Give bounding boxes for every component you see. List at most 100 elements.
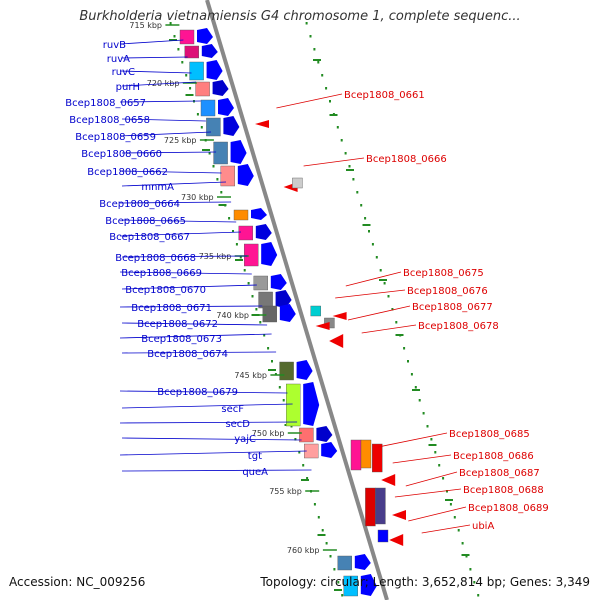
outer-dot-track-mark	[407, 360, 409, 363]
reverse-gene-label: Bcep1808_0689	[468, 503, 549, 514]
reverse-gene-block	[292, 177, 303, 189]
inner-dot-track-mark	[282, 399, 285, 402]
reverse-gene-label: Bcep1808_0688	[463, 485, 544, 496]
forward-gene-label: Bcep1808_0657	[65, 98, 146, 109]
inner-dot-track-mark	[181, 61, 184, 64]
inner-dot-track-mark	[333, 568, 336, 571]
outer-dot-track-mark	[313, 48, 316, 51]
reverse-gene-arrow	[329, 334, 344, 348]
forward-gene-label: Bcep1808_0679	[157, 387, 238, 398]
forward-gene-leader-line	[119, 421, 298, 424]
reverse-gene-label: Bcep1808_0676	[407, 286, 488, 297]
forward-gene-leader-line	[121, 322, 268, 326]
forward-gene-leader-line	[121, 151, 217, 154]
forward-gene-block	[258, 291, 273, 309]
outer-dot-track-mark	[375, 256, 378, 259]
outer-dot-track-mark	[473, 581, 476, 584]
inner-dot-track-mark	[232, 230, 234, 233]
forward-gene-arrow	[321, 442, 338, 458]
outer-dot-track-mark	[317, 61, 320, 64]
forward-gene-leader-line	[121, 437, 302, 441]
kbp-tick-label: 750 kbp	[252, 429, 285, 438]
forward-gene-label: Bcep1808_0664	[99, 199, 180, 210]
forward-gene-leader-line	[121, 403, 293, 409]
forward-gene-label: mnmA	[141, 182, 174, 193]
reverse-gene-block	[310, 305, 321, 317]
outer-dot-track-mark	[403, 347, 406, 350]
outer-dot-track-mark	[325, 87, 328, 90]
forward-gene-arrow	[223, 116, 240, 136]
forward-gene-leader-line	[121, 118, 206, 122]
forward-gene-block	[220, 165, 236, 187]
forward-gene-arrow	[270, 274, 287, 290]
forward-gene-leader-line	[119, 201, 232, 204]
forward-gene-label: secF	[221, 404, 244, 415]
outer-dot-track-mark	[449, 503, 452, 506]
forward-gene-block	[262, 305, 277, 323]
outer-dot-track-mark	[360, 204, 363, 207]
forward-gene-label: Bcep1808_0669	[121, 268, 202, 279]
outer-dot-track-mark	[368, 230, 370, 233]
sequence-backbone	[205, 0, 389, 600]
forward-gene-label: Bcep1808_0672	[137, 319, 218, 330]
reverse-gene-block	[350, 439, 362, 471]
forward-gene-leader-line	[119, 390, 288, 394]
forward-gene-arrow	[316, 426, 333, 442]
forward-gene-block	[279, 361, 294, 381]
forward-gene-arrow	[296, 360, 313, 380]
forward-gene-label: queA	[242, 467, 268, 478]
reverse-gene-leader-line	[347, 305, 411, 321]
reverse-gene-label: Bcep1808_0685	[449, 429, 530, 440]
forward-gene-leader-line	[121, 56, 188, 59]
forward-gene-leader-line	[119, 271, 252, 275]
outer-dot-track-mark	[414, 386, 417, 389]
forward-gene-arrow	[261, 242, 278, 266]
inner-dot-track-mark	[298, 451, 301, 454]
forward-gene-block	[184, 45, 200, 59]
inner-dot-track-mark	[216, 178, 219, 181]
forward-gene-leader-line	[119, 231, 242, 237]
inner-dot-track-mark	[290, 425, 293, 428]
forward-gene-block	[200, 99, 216, 117]
reverse-gene-leader-line	[408, 506, 467, 522]
outer-dot-track-mark	[418, 399, 421, 402]
forward-gene-arrow	[197, 28, 213, 44]
inner-dot-track-mark	[325, 542, 328, 545]
outer-dot-track-mark	[348, 165, 351, 168]
forward-gene-leader-line	[119, 305, 263, 308]
inner-dot-track-mark	[235, 243, 238, 246]
forward-gene-block	[206, 117, 221, 137]
outer-dot-track-mark	[446, 490, 448, 493]
reverse-gene-leader-line	[303, 157, 365, 167]
forward-gene-block	[299, 427, 314, 443]
kbp-tick-label: 730 kbp	[181, 193, 214, 202]
forward-gene-leader-line	[119, 170, 222, 174]
forward-gene-label: ruvA	[107, 54, 130, 65]
reverse-gene-leader-line	[394, 488, 462, 498]
forward-gene-leader-line	[121, 284, 257, 290]
inner-dot-track-mark	[255, 308, 258, 311]
reverse-gene-leader-line	[345, 271, 402, 287]
forward-gene-block	[253, 275, 269, 291]
inner-dot-track-mark	[243, 269, 246, 272]
outer-dot-track-mark	[305, 22, 308, 25]
accession-text: Accession: NC_009256	[9, 575, 146, 589]
inner-dot-track-mark	[329, 555, 332, 558]
outer-dot-track-mark	[321, 74, 324, 77]
inner-dot-track-mark	[200, 126, 203, 129]
forward-gene-block	[189, 61, 204, 81]
inner-dot-track-mark	[302, 464, 305, 467]
outer-dot-track-mark	[457, 529, 460, 532]
forward-gene-leader-line	[119, 70, 192, 74]
forward-gene-arrow	[212, 80, 229, 96]
inner-dot-track-mark	[294, 438, 297, 441]
forward-gene-arrow	[303, 382, 320, 426]
forward-gene-label: tgt	[248, 451, 262, 462]
reverse-gene-block	[375, 487, 386, 525]
inner-dot-track-mark	[208, 152, 211, 155]
inner-dot-track-mark	[189, 87, 192, 90]
outer-dot-track-mark	[434, 451, 437, 454]
forward-gene-leader-line	[119, 450, 307, 456]
inner-dot-track-mark	[278, 386, 281, 389]
outer-dot-track-mark	[309, 35, 312, 38]
